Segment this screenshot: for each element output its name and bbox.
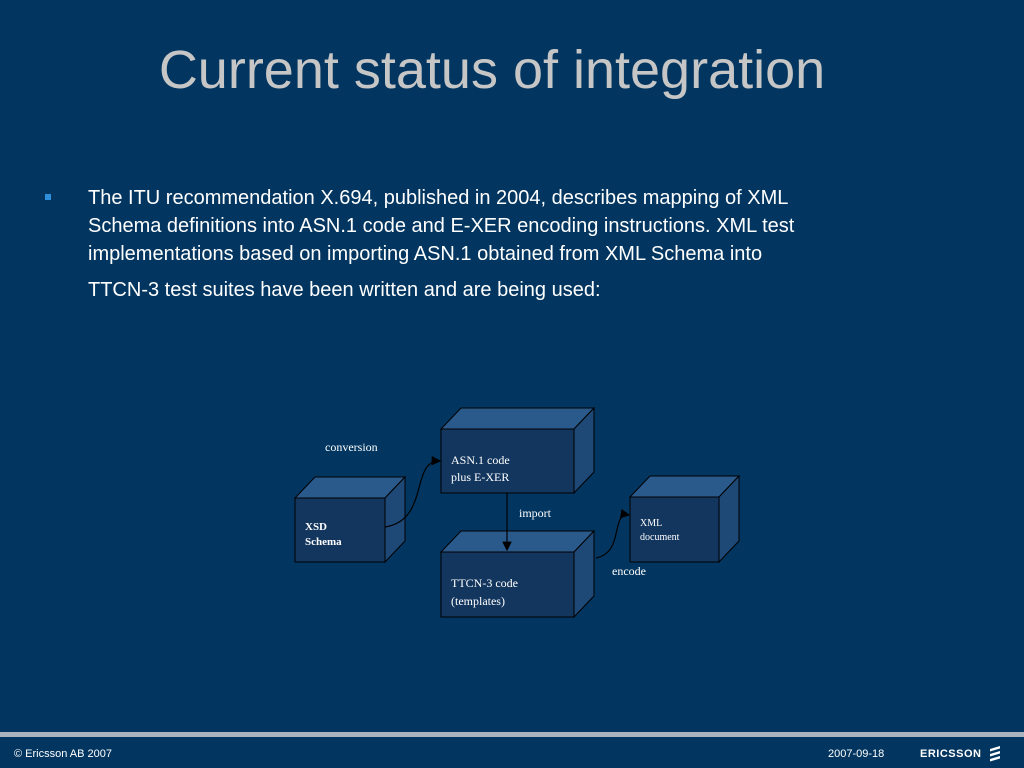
ericsson-logo: ERICSSON	[920, 746, 1000, 762]
asn1-code-box: ASN.1 code plus E-XER	[439, 406, 596, 495]
footer-date: 2007-09-18	[828, 748, 885, 760]
encode-label: encode	[612, 564, 646, 578]
logo-text: ERICSSON	[920, 748, 981, 760]
asn1-box-line1: ASN.1 code	[451, 453, 510, 467]
bullet-marker	[45, 194, 51, 200]
conversion-label: conversion	[325, 440, 378, 454]
conversion-arrow	[384, 455, 442, 528]
import-label: import	[519, 506, 552, 520]
bullet-line: TTCN-3 test suites have been written and…	[88, 279, 601, 301]
bullet-line: The ITU recommendation X.694, published …	[88, 187, 789, 209]
bullet-text: The ITU recommendation X.694, published …	[88, 184, 918, 304]
xsd-box-line1: XSD	[305, 521, 327, 533]
xml-box-line2: document	[640, 532, 680, 543]
xml-document-box: XML document	[628, 474, 741, 564]
footer-copyright: © Ericsson AB 2007	[14, 748, 112, 760]
encode-arrow	[595, 508, 631, 559]
ttcn3-box-line2: (templates)	[451, 594, 505, 608]
bullet-line: implementations based on importing ASN.1…	[88, 243, 763, 265]
xsd-schema-box: XSD Schema	[293, 475, 407, 564]
xml-box-line1: XML	[640, 518, 662, 529]
footer-divider	[0, 732, 1024, 737]
bullet-line: Schema definitions into ASN.1 code and E…	[88, 215, 795, 237]
asn1-box-line2: plus E-XER	[451, 470, 509, 484]
ttcn3-box-line1: TTCN-3 code	[451, 576, 518, 590]
ttcn3-code-box: TTCN-3 code (templates)	[439, 529, 596, 619]
xsd-box-line2: Schema	[305, 536, 342, 548]
ericsson-mark-icon	[990, 746, 1000, 762]
slide-title: Current status of integration	[158, 40, 826, 100]
